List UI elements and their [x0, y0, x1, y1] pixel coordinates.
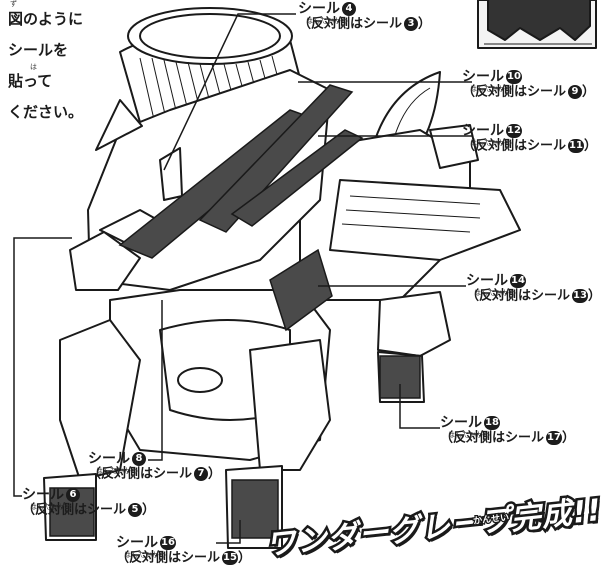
- ruby-zu: ず: [10, 0, 17, 8]
- seal-number-badge: 4: [342, 2, 356, 16]
- ruby-hantaigawa: はんたいがわ: [124, 551, 166, 559]
- seal-number-badge: 12: [506, 124, 522, 138]
- close-paren: ）: [418, 16, 432, 32]
- seal-number-badge: 14: [510, 274, 526, 288]
- seal-number-badge: 15: [222, 550, 238, 565]
- seal-number-badge: 17: [546, 430, 562, 445]
- seal-number-badge: 11: [568, 138, 584, 153]
- opposite-side-text: （反対側はシール: [298, 16, 403, 32]
- opposite-side-text: （反対側はシール: [88, 466, 193, 482]
- seal-label: シール: [440, 415, 482, 431]
- close-paren: ）: [582, 84, 596, 100]
- instruction-text: 図のように シールを 貼って ください。: [8, 4, 128, 128]
- seal-label: シール: [462, 123, 504, 139]
- ruby-hantaigawa: はんたいがわ: [474, 289, 516, 297]
- instruction-line-3: 貼って: [8, 72, 53, 90]
- seal-number-badge: 7: [194, 466, 209, 481]
- ruby-hantaigawa: はんたいがわ: [30, 503, 72, 511]
- ruby-ha: は: [30, 63, 37, 71]
- opposite-side-text: （反対側はシール: [462, 138, 567, 154]
- seal-number-badge: 13: [572, 288, 588, 303]
- leader-lines: [13, 13, 472, 544]
- ruby-hantaigawa: はんたいがわ: [470, 85, 512, 93]
- instruction-line-1: 図のように: [8, 10, 84, 28]
- completion-banner: ワンダーグレープ完成!!! かんせい: [262, 489, 602, 570]
- seal-label: シール: [466, 273, 508, 289]
- seal-label: シール: [88, 451, 130, 467]
- sticker-sheet-thumbnail: [477, 0, 597, 49]
- close-paren: ）: [208, 466, 222, 482]
- seal-label: シール: [22, 487, 64, 503]
- seal-number-badge: 10: [506, 70, 522, 84]
- seal-label: シール: [116, 535, 158, 551]
- ruby-hantaigawa: はんたいがわ: [448, 431, 490, 439]
- instruction-line-4: ください。: [8, 103, 84, 121]
- opposite-side-text: （反対側はシール: [22, 502, 127, 518]
- seal-number-badge: 18: [484, 416, 500, 430]
- seal-number-badge: 6: [66, 488, 80, 502]
- close-paren: ）: [583, 138, 597, 154]
- ruby-hantaigawa: はんたいがわ: [470, 139, 512, 147]
- seal-number-badge: 5: [128, 502, 143, 517]
- close-paren: ）: [237, 550, 251, 566]
- seal-number-badge: 8: [132, 452, 146, 466]
- opposite-side-text: （反対側はシール: [466, 288, 571, 304]
- seal-label: シール: [298, 1, 340, 17]
- close-paren: ）: [561, 430, 575, 446]
- seal-label: シール: [462, 69, 504, 85]
- sticker-areas: [49, 84, 421, 539]
- opposite-side-text: （反対側はシール: [440, 430, 545, 446]
- close-paren: ）: [142, 502, 156, 518]
- seal-number-badge: 3: [404, 16, 419, 31]
- close-paren: ）: [587, 288, 601, 304]
- ruby-hantaigawa: はんたいがわ: [306, 17, 348, 25]
- seal-number-badge: 16: [160, 536, 176, 550]
- instruction-line-2: シールを: [8, 41, 69, 59]
- opposite-side-text: （反対側はシール: [462, 84, 567, 100]
- seal-number-badge: 9: [568, 84, 583, 99]
- ruby-hantaigawa: はんたいがわ: [96, 467, 138, 475]
- opposite-side-text: （反対側はシール: [116, 550, 221, 566]
